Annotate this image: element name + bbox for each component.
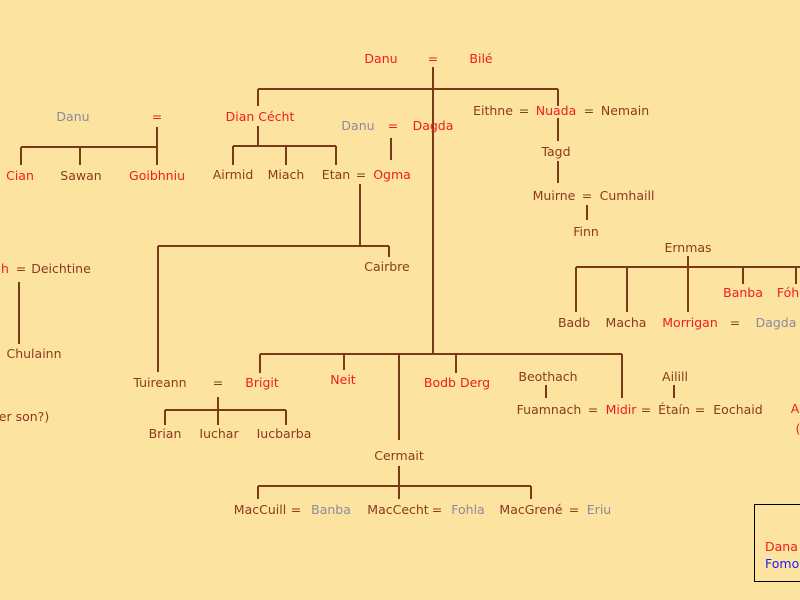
node-banba: Banba <box>723 285 763 300</box>
node-goibhniu: Goibhniu <box>129 168 185 183</box>
marriage-sign: = <box>427 51 439 66</box>
node-iuchar: Iuchar <box>199 426 239 441</box>
marriage-sign: = <box>587 402 599 417</box>
node-ogma: Ogma <box>373 167 411 182</box>
node-beothach: Beothach <box>518 369 578 384</box>
node-cermait: Cermait <box>374 448 424 463</box>
marriage-sign: = <box>518 103 530 118</box>
node-dian-cecht: Dian Cécht <box>225 109 295 124</box>
node-etan: Etan <box>321 167 351 182</box>
node-cairbre: Cairbre <box>364 259 410 274</box>
node-badb: Badb <box>557 315 591 330</box>
marriage-sign: = <box>290 502 302 517</box>
marriage-sign: = <box>581 188 593 203</box>
node-brigit: Brigit <box>245 375 279 390</box>
node-other-son-partial: er son?) <box>0 409 50 424</box>
node-macha: Macha <box>605 315 647 330</box>
node-partial-a: A <box>790 401 800 416</box>
node-bodb-derg: Bodb Derg <box>423 375 491 390</box>
marriage-sign: = <box>431 502 443 517</box>
marriage-sign: = <box>729 315 741 330</box>
marriage-sign: = <box>151 109 163 124</box>
node-maccuill: MacCuill <box>233 502 287 517</box>
node-nemain: Nemain <box>600 103 650 118</box>
legend-box: Dana Fomo <box>754 504 800 582</box>
node-danu-top: Danu <box>364 51 398 66</box>
node-deichtine: Deichtine <box>31 261 91 276</box>
node-dagda: Dagda <box>412 118 454 133</box>
node-airmid: Airmid <box>212 167 254 182</box>
marriage-sign: = <box>583 103 595 118</box>
node-tuireann: Tuireann <box>133 375 187 390</box>
node-cumhaill: Cumhaill <box>599 188 655 203</box>
node-iucbarba: Iucbarba <box>256 426 312 441</box>
node-fohla-ref: Fohla <box>451 502 485 517</box>
node-danu-mid: Danu <box>341 118 375 133</box>
legend-fomorian: Fomo <box>765 556 800 571</box>
marriage-sign: = <box>387 118 399 133</box>
node-cu-chulainn-partial: Chulainn <box>6 346 62 361</box>
marriage-sign: = <box>15 261 27 276</box>
node-eochaid: Eochaid <box>713 402 763 417</box>
marriage-sign: = <box>640 402 652 417</box>
marriage-sign: = <box>694 402 706 417</box>
node-macgrene: MacGrené <box>499 502 563 517</box>
node-partial-h: h <box>1 261 9 276</box>
node-ernmas: Ernmas <box>664 240 712 255</box>
node-neit: Neit <box>330 372 356 387</box>
node-fohla-partial: Fóh <box>776 285 800 300</box>
node-tagd: Tagd <box>541 144 571 159</box>
node-midir: Midir <box>605 402 637 417</box>
marriage-sign: = <box>568 502 580 517</box>
node-eithne: Eithne <box>473 103 513 118</box>
marriage-sign: = <box>355 167 367 182</box>
node-etain: Étaín <box>658 402 690 417</box>
node-banba-ref: Banba <box>311 502 351 517</box>
legend-danann: Dana <box>765 539 798 554</box>
node-eriu-ref: Eriu <box>586 502 612 517</box>
node-morrigan: Morrigan <box>662 315 718 330</box>
node-miach: Miach <box>267 167 305 182</box>
node-bile: Bilé <box>469 51 493 66</box>
node-sawan: Sawan <box>60 168 102 183</box>
node-partial-paren: ( <box>795 421 800 436</box>
node-cian: Cian <box>6 168 34 183</box>
node-fuamnach: Fuamnach <box>516 402 582 417</box>
node-muirne: Muirne <box>532 188 576 203</box>
node-finn: Finn <box>573 224 599 239</box>
node-brian: Brian <box>148 426 182 441</box>
marriage-sign: = <box>212 375 224 390</box>
node-nuada: Nuada <box>535 103 577 118</box>
node-maccecht: MacCecht <box>367 502 429 517</box>
node-danu-left: Danu <box>56 109 90 124</box>
node-ailill: Ailill <box>662 369 688 384</box>
node-dagda-ref: Dagda <box>755 315 797 330</box>
